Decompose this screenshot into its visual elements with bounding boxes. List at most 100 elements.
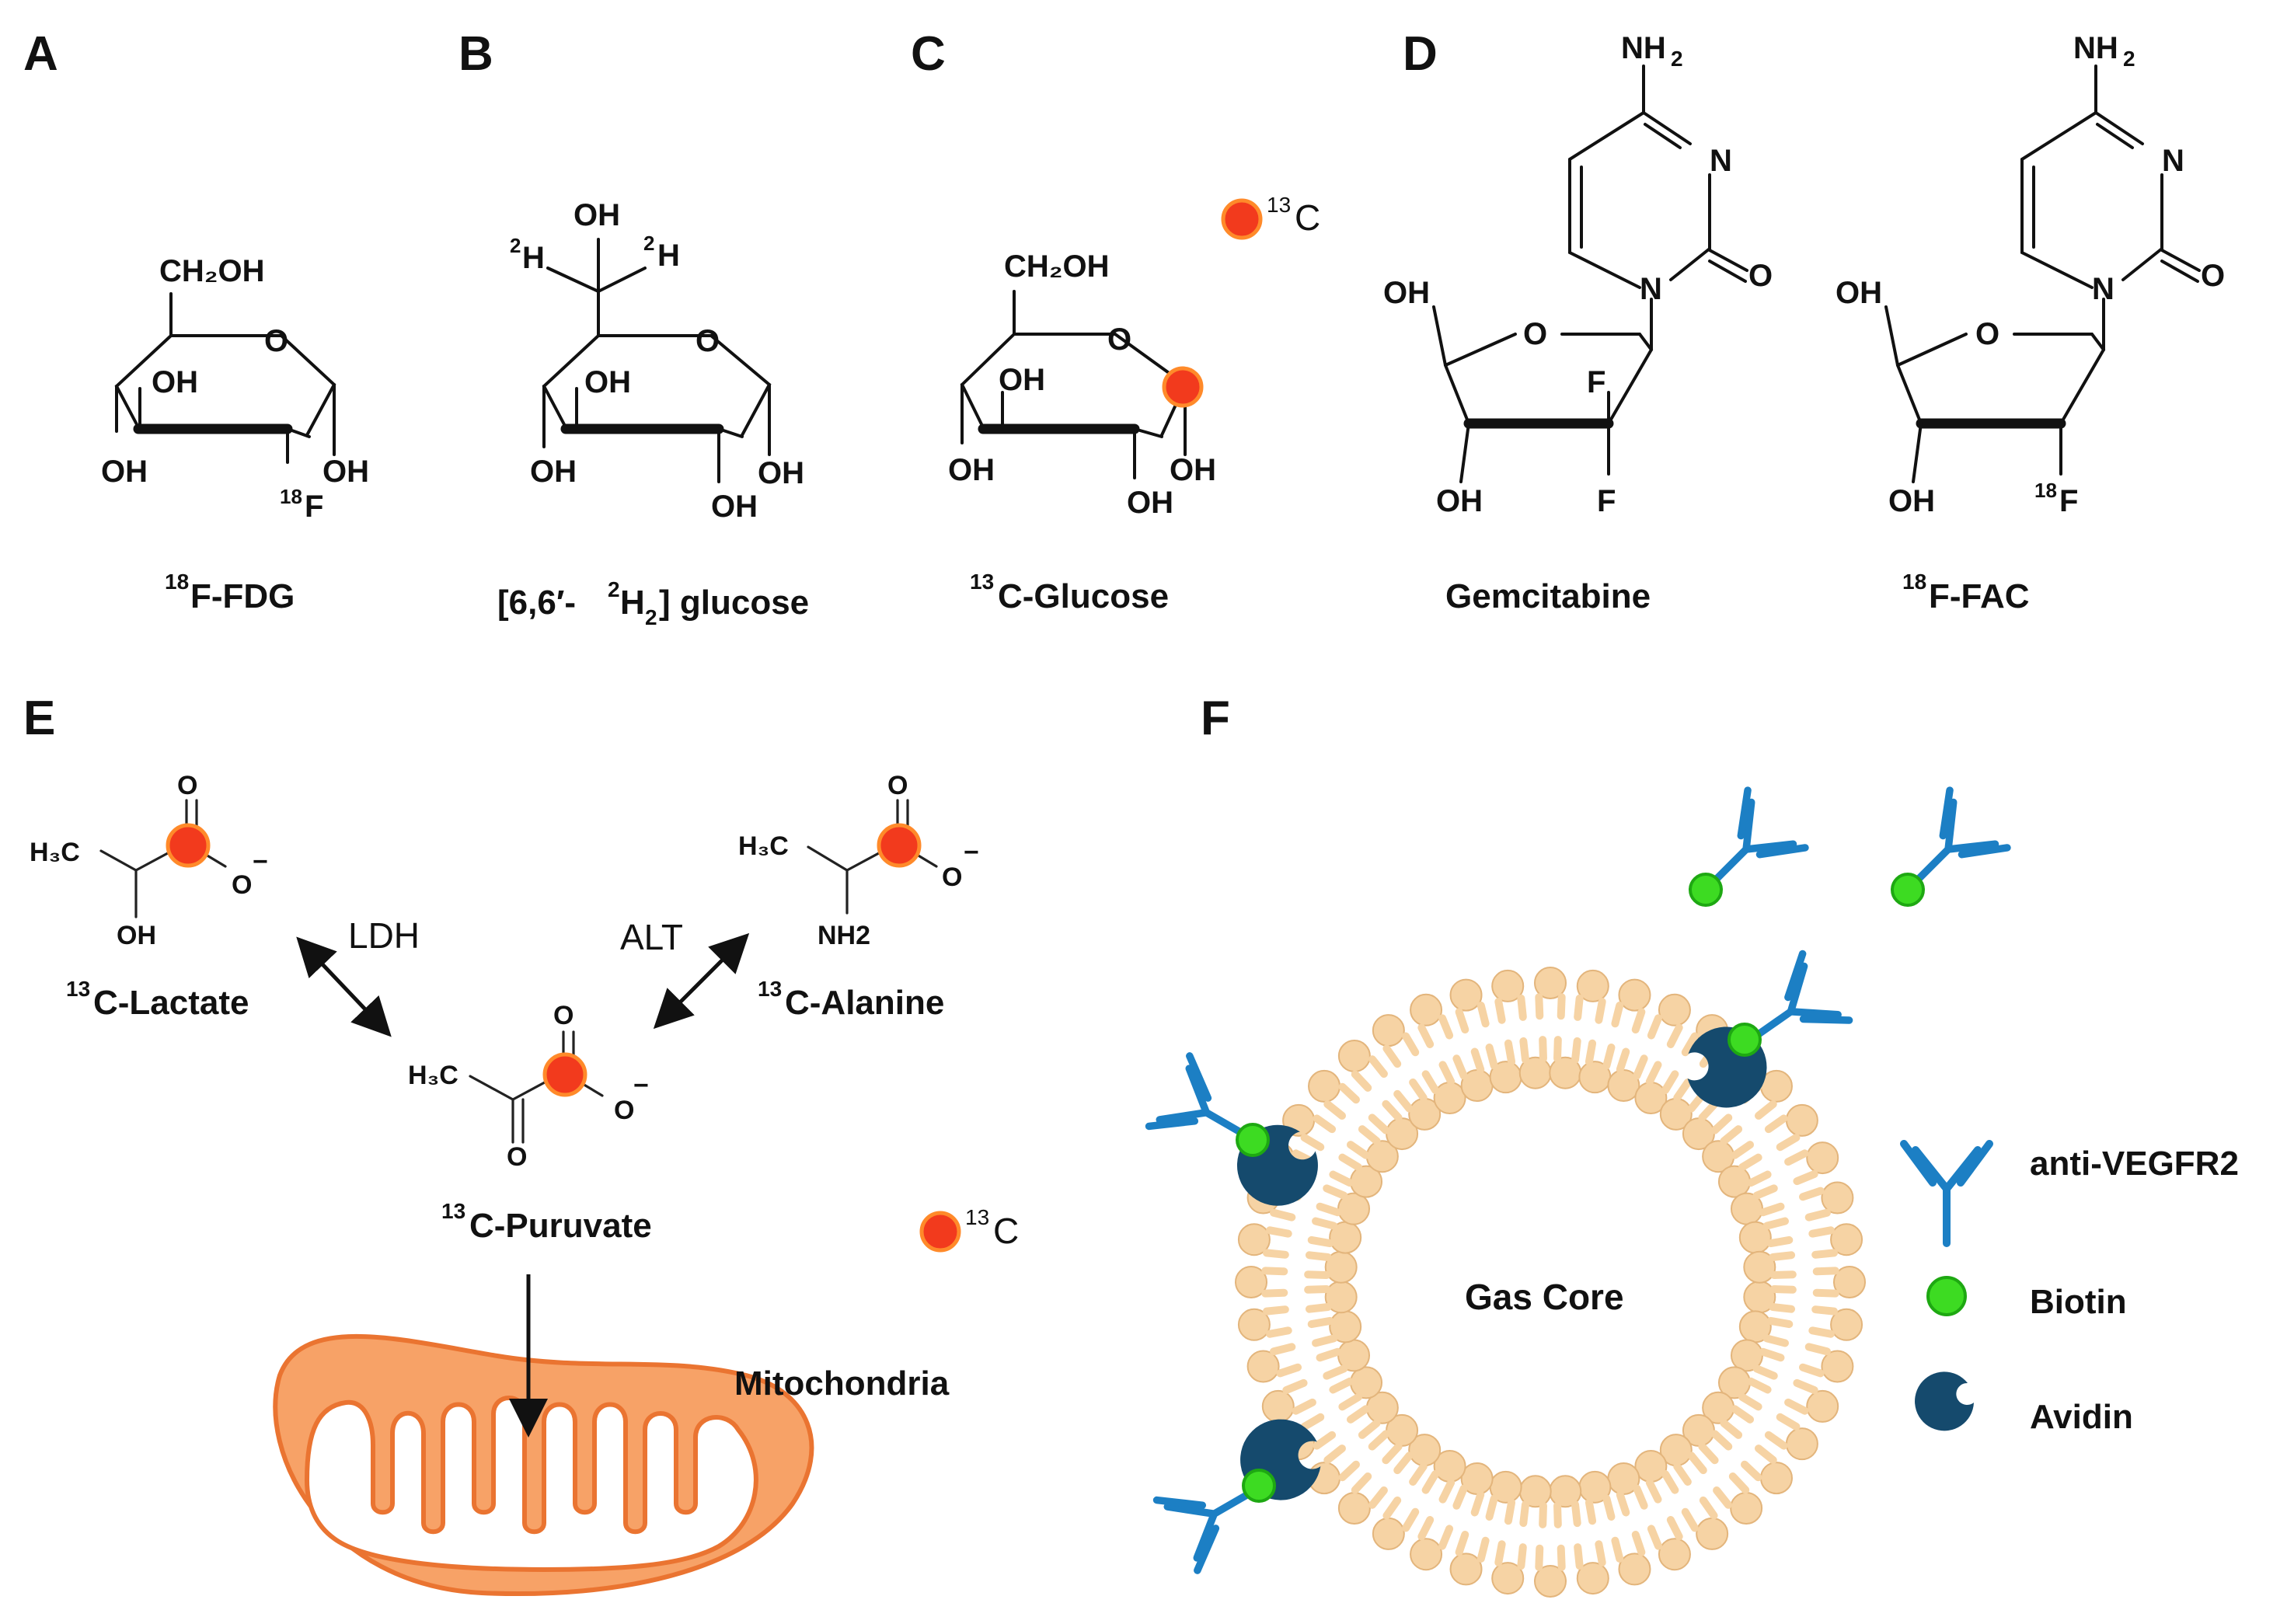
lipid-tail xyxy=(1261,1267,1288,1276)
lipid-tail xyxy=(1811,1249,1839,1259)
lipid-tail xyxy=(1784,1398,1809,1415)
bglc-caption-h: H xyxy=(620,584,645,622)
lipid-tail xyxy=(1455,1008,1469,1034)
lipid-head xyxy=(1491,1562,1525,1595)
lipid-tail xyxy=(1557,993,1566,1020)
lipid-tail xyxy=(1368,1055,1388,1079)
legend-biotin-label: Biotin xyxy=(2030,1283,2127,1321)
fdg-f: F xyxy=(305,490,323,524)
lipid-head xyxy=(1410,993,1443,1026)
lipid-tail xyxy=(1766,1316,1794,1329)
gem-n3: N xyxy=(1710,144,1732,178)
lipid-tail xyxy=(1776,1413,1801,1431)
ldh-label: LDH xyxy=(348,915,420,956)
fac-caption-iso: 18 xyxy=(1902,570,1926,594)
lipid-tail xyxy=(1338,1082,1360,1104)
lipid-tail xyxy=(1519,1500,1529,1528)
alanine-c13-atom xyxy=(877,823,922,868)
lipid-tail xyxy=(1673,1078,1692,1102)
lipid-tail xyxy=(1323,1364,1348,1380)
lipid-tail xyxy=(1808,1226,1835,1238)
lipid-tail xyxy=(1710,1113,1733,1134)
lipid-tail xyxy=(1262,1249,1289,1259)
lipid-tail xyxy=(1358,1125,1381,1145)
pyruvate-o-top: O xyxy=(553,1001,574,1030)
lipid-head xyxy=(1449,978,1483,1012)
lipid-tail xyxy=(1784,1149,1809,1166)
lipid-tail xyxy=(1346,1405,1370,1424)
fdg-ring-o: O xyxy=(264,324,288,358)
lipid-tail xyxy=(1762,1334,1789,1347)
lipid-tail xyxy=(1262,1305,1289,1316)
lipid-tail xyxy=(1323,1184,1348,1200)
lipid-tail xyxy=(1261,1288,1288,1298)
lipid-tail xyxy=(1438,1525,1454,1550)
lipid-tail xyxy=(1574,994,1584,1021)
bglc-oh-1: OH xyxy=(758,456,804,490)
lipid-tail xyxy=(1393,1089,1414,1113)
lipid-tail xyxy=(1276,1363,1302,1378)
lipid-head xyxy=(1261,1389,1295,1423)
lipid-tail xyxy=(1595,998,1606,1024)
gem-ho: OH xyxy=(1383,276,1430,310)
lipid-tail xyxy=(1793,1170,1818,1186)
lipid-head xyxy=(1696,1517,1729,1550)
lipid-tail xyxy=(1764,1431,1788,1450)
alanine-o-minus: O xyxy=(942,863,962,892)
lipid-tail xyxy=(1738,1393,1762,1411)
lipid-tail xyxy=(1804,1343,1831,1356)
lipid-tail xyxy=(1417,1023,1435,1048)
cglc-oh-3: OH xyxy=(948,453,995,487)
lipid-tail xyxy=(1304,1270,1331,1279)
lipid-tail xyxy=(1504,1498,1516,1525)
lipid-head xyxy=(1618,978,1651,1012)
bglc-caption-sub: 2 xyxy=(645,605,657,629)
lipid-shell xyxy=(1235,967,1866,1598)
lipid-head xyxy=(1237,1223,1271,1256)
fac-nh2-sub: 2 xyxy=(2123,47,2135,71)
avidin-icon xyxy=(1915,1371,1974,1431)
c13-legend-c: C xyxy=(1295,197,1320,238)
alanine-caption-iso: 13 xyxy=(758,977,782,1001)
lipid-tail xyxy=(1764,1114,1788,1134)
lipid-tail xyxy=(1754,1100,1777,1120)
lipid-tail xyxy=(1687,1451,1707,1475)
lipid-tail xyxy=(1494,1540,1506,1566)
ldh-arrow xyxy=(296,936,392,1037)
fdg-caption: F-FDG xyxy=(190,577,295,615)
lactate-h3c: H₃C xyxy=(30,838,80,867)
lipid-tail xyxy=(1645,1061,1662,1086)
lipid-head xyxy=(1759,1462,1793,1495)
lipid-tail xyxy=(1409,1078,1428,1102)
lipid-tail xyxy=(1720,1419,1743,1439)
lipid-tail xyxy=(1681,1507,1699,1532)
lipid-head xyxy=(1730,1491,1763,1525)
lipid-tail xyxy=(1647,1014,1662,1040)
lipid-tail xyxy=(1519,1037,1529,1064)
lipid-tail xyxy=(1793,1378,1818,1394)
lipid-tail xyxy=(1382,1100,1403,1122)
lipid-head xyxy=(1491,969,1525,1002)
pyruvate-caption: C-Puruvate xyxy=(469,1207,652,1245)
lipid-tail xyxy=(1470,1490,1485,1517)
lipid-tail xyxy=(1305,1303,1332,1313)
alt-label: ALT xyxy=(620,917,683,957)
lipid-tail xyxy=(1368,1430,1390,1451)
lipid-tail xyxy=(1681,1032,1699,1057)
lipid-tail xyxy=(1574,1543,1584,1570)
lipid-head xyxy=(1308,1069,1341,1103)
lipid-tail xyxy=(1633,1054,1648,1080)
lipid-head xyxy=(1576,969,1609,1002)
lipid-tail xyxy=(1307,1316,1334,1329)
lipid-tail xyxy=(1329,1170,1354,1187)
lipid-tail xyxy=(1769,1285,1797,1294)
lipid-tail xyxy=(1282,1378,1308,1394)
legend-antibody-label: anti-VEGFR2 xyxy=(2030,1145,2239,1183)
pyruvate-structure: H₃C O O − O 13 C-Puruvate xyxy=(408,1001,652,1245)
lipid-tail xyxy=(1351,1070,1372,1092)
fac-iso-18: 18 xyxy=(2034,479,2057,502)
lipid-tail xyxy=(1611,1002,1624,1028)
lipid-head xyxy=(1237,1308,1271,1341)
pyruvate-c13-atom xyxy=(542,1052,587,1097)
lipid-head xyxy=(1534,1565,1567,1598)
